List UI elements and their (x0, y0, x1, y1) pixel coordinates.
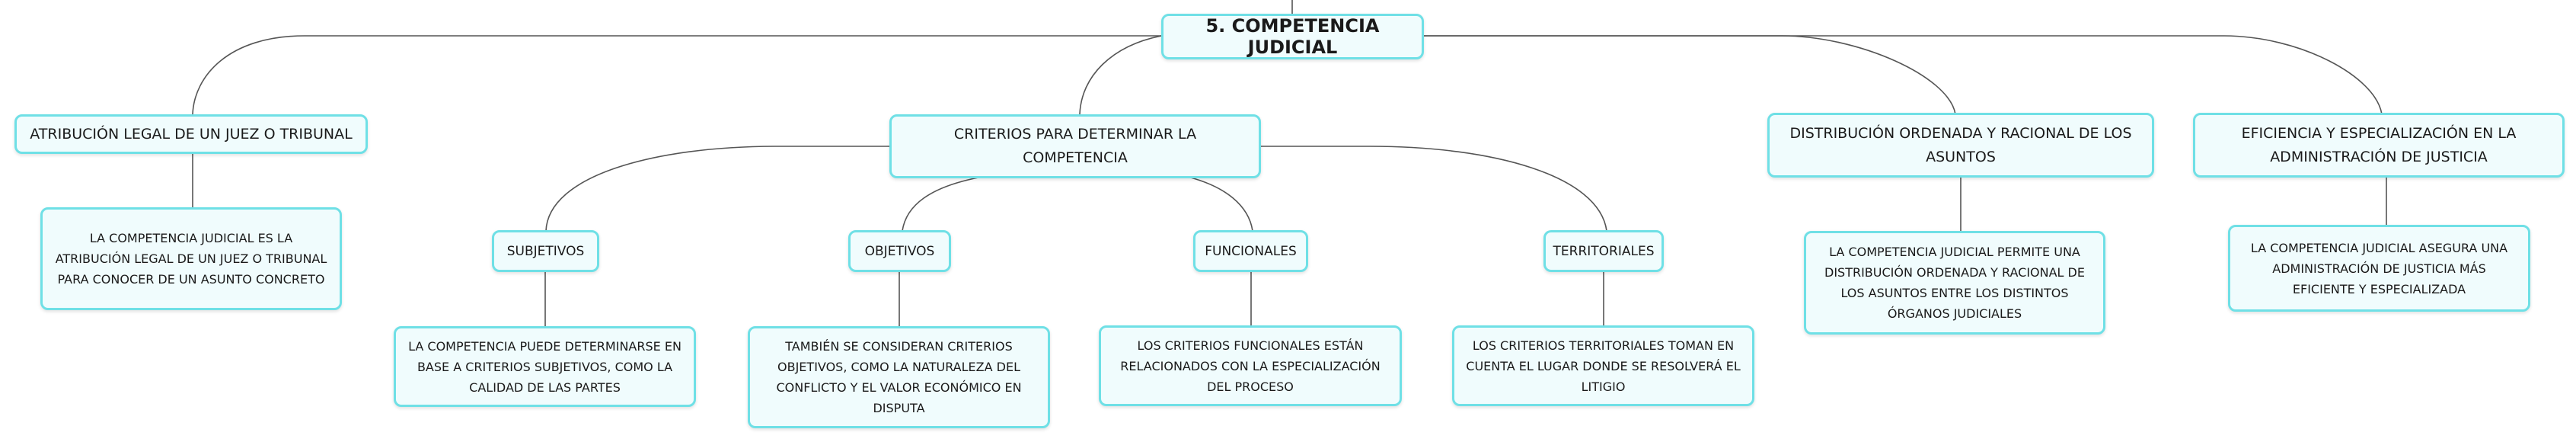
detail-eficiencia[interactable]: LA COMPETENCIA JUDICIAL ASEGURA UNA ADMI… (2228, 225, 2530, 312)
detail-territoriales[interactable]: LOS CRITERIOS TERRITORIALES TOMAN EN CUE… (1452, 325, 1754, 406)
topic-criterios[interactable]: CRITERIOS PARA DETERMINAR LA COMPETENCIA (889, 114, 1261, 178)
topic-eficiencia[interactable]: EFICIENCIA Y ESPECIALIZACIÓN EN LA ADMIN… (2193, 113, 2565, 178)
topic-atribucion-label: ATRIBUCIÓN LEGAL DE UN JUEZ O TRIBUNAL (30, 125, 353, 143)
topic-territoriales-label: TERRITORIALES (1553, 243, 1655, 259)
topic-eficiencia-label: EFICIENCIA Y ESPECIALIZACIÓN EN LA ADMIN… (2241, 124, 2517, 165)
topic-distribucion[interactable]: DISTRIBUCIÓN ORDENADA Y RACIONAL DE LOS … (1767, 113, 2154, 178)
topic-funcionales-label: FUNCIONALES (1205, 243, 1297, 259)
link-root-criterios (1079, 35, 1162, 115)
topic-distribucion-label: DISTRIBUCIÓN ORDENADA Y RACIONAL DE LOS … (1789, 124, 2132, 165)
detail-subjetivos-text: LA COMPETENCIA PUEDE DETERMINARSE EN BAS… (408, 338, 682, 395)
detail-territoriales-text: LOS CRITERIOS TERRITORIALES TOMAN EN CUE… (1466, 338, 1741, 394)
link-root-distribucion (1416, 35, 1956, 115)
detail-atribucion[interactable]: LA COMPETENCIA JUDICIAL ES LA ATRIBUCIÓN… (40, 207, 342, 310)
detail-distribucion-text: LA COMPETENCIA JUDICIAL PERMITE UNA DIST… (1824, 245, 2085, 321)
topic-subjetivos-label: SUBJETIVOS (506, 243, 585, 259)
detail-funcionales-text: LOS CRITERIOS FUNCIONALES ESTÁN RELACION… (1120, 338, 1381, 394)
root-topic-label: 5. COMPETENCIA JUDICIAL (1205, 15, 1380, 58)
topic-territoriales[interactable]: TERRITORIALES (1543, 230, 1664, 272)
link-criterios-territoriales (1260, 146, 1607, 232)
link-root-atribucion (192, 35, 1161, 115)
root-topic[interactable]: 5. COMPETENCIA JUDICIAL (1161, 14, 1424, 59)
topic-atribucion[interactable]: ATRIBUCIÓN LEGAL DE UN JUEZ O TRIBUNAL (14, 114, 368, 154)
topic-objetivos[interactable]: OBJETIVOS (848, 230, 951, 272)
detail-atribucion-text: LA COMPETENCIA JUDICIAL ES LA ATRIBUCIÓN… (55, 231, 327, 287)
link-criterios-objetivos (902, 176, 983, 232)
link-root-eficiencia (1416, 35, 2383, 115)
detail-objetivos[interactable]: TAMBIÉN SE CONSIDERAN CRITERIOS OBJETIVO… (748, 326, 1050, 428)
detail-subjetivos[interactable]: LA COMPETENCIA PUEDE DETERMINARSE EN BAS… (394, 326, 696, 407)
topic-subjetivos[interactable]: SUBJETIVOS (492, 230, 599, 272)
detail-distribucion[interactable]: LA COMPETENCIA JUDICIAL PERMITE UNA DIST… (1804, 231, 2105, 335)
topic-criterios-label: CRITERIOS PARA DETERMINAR LA COMPETENCIA (953, 126, 1197, 166)
topic-objetivos-label: OBJETIVOS (864, 243, 935, 259)
topic-funcionales[interactable]: FUNCIONALES (1193, 230, 1308, 272)
link-criterios-subjetivos (545, 146, 891, 232)
link-criterios-funcionales (1187, 176, 1253, 232)
detail-funcionales[interactable]: LOS CRITERIOS FUNCIONALES ESTÁN RELACION… (1099, 325, 1402, 406)
detail-eficiencia-text: LA COMPETENCIA JUDICIAL ASEGURA UNA ADMI… (2250, 240, 2508, 296)
detail-objetivos-text: TAMBIÉN SE CONSIDERAN CRITERIOS OBJETIVO… (776, 339, 1022, 415)
